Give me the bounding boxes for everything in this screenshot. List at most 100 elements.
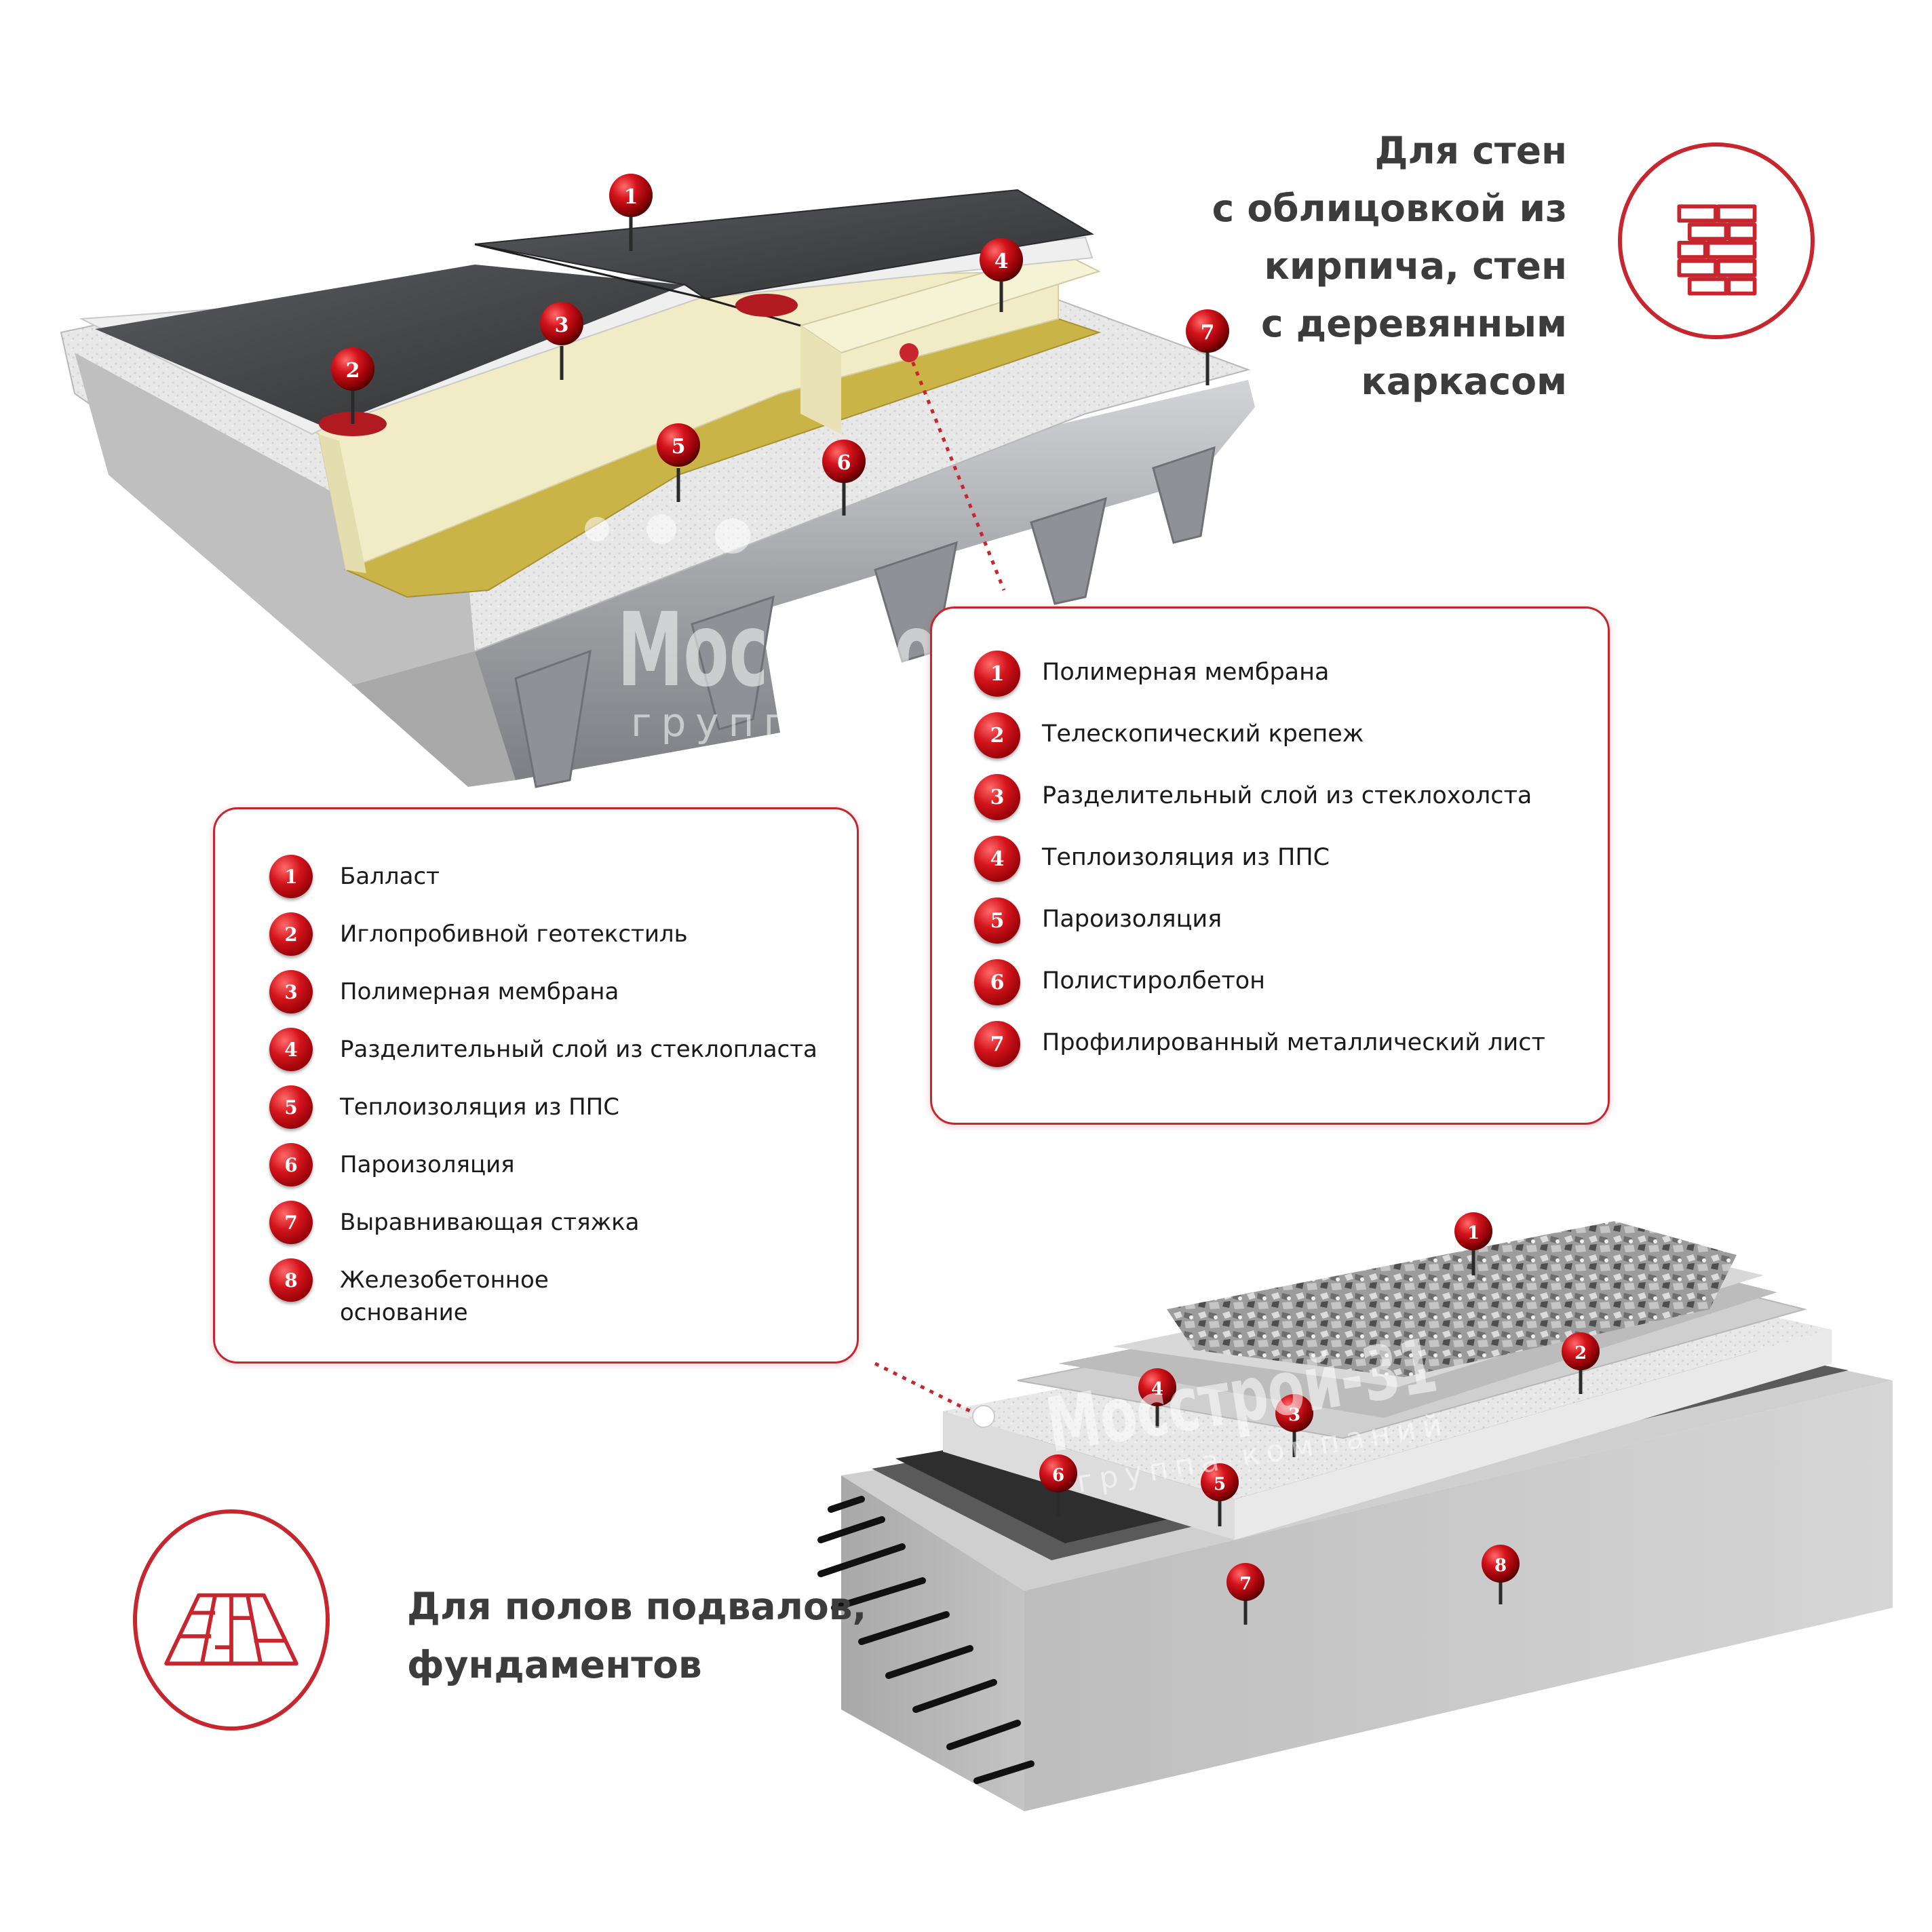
legend-label: Теплоизоляция из ППС — [340, 1094, 619, 1121]
roof-pin-5: 5 — [657, 423, 700, 502]
polymer-membrane-sheet-right — [474, 189, 1094, 300]
floor-pins: 1 2 3 4 5 — [1039, 1212, 1600, 1625]
legend-label: Полимерная мембрана — [340, 978, 619, 1005]
legend-item: 1 Полимерная мембрана — [974, 651, 1545, 718]
telescopic-fastener-disc — [735, 294, 798, 317]
polystyrene-concrete-front — [75, 353, 475, 685]
svg-text:3: 3 — [1288, 1405, 1300, 1425]
legend-floor-list: 1 Балласт 2 Иглопробивной геотекстиль 3 … — [269, 855, 817, 1338]
number-badge: 6 — [974, 959, 1020, 1005]
legend-floor-layers: 1 Балласт 2 Иглопробивной геотекстиль 3 … — [213, 807, 859, 1364]
rebar-rods — [817, 1496, 1035, 1784]
svg-text:4: 4 — [994, 250, 1009, 273]
legend-item: 2 Телескопический крепеж — [974, 712, 1545, 779]
floor-pin-1: 1 — [1454, 1212, 1492, 1275]
gravel-ballast-layer — [1167, 1221, 1737, 1377]
leader-dot-floor — [972, 1405, 995, 1428]
legend-label: Пароизоляция — [1042, 906, 1222, 933]
heading-walls-line: с облицовкой из — [1212, 187, 1567, 230]
svg-text:2: 2 — [1574, 1343, 1587, 1364]
legend-item: 7 Выравнивающая стяжка — [269, 1201, 817, 1264]
number-badge: 1 — [269, 855, 313, 898]
number-badge: 4 — [269, 1028, 313, 1071]
legend-label: Разделительный слой из стеклопласта — [340, 1036, 817, 1063]
svg-text:7: 7 — [1239, 1574, 1252, 1594]
leader-dot-roof — [900, 343, 919, 362]
legend-item: 6 Полистиролбетон — [974, 959, 1545, 1026]
roof-pin-3: 3 — [540, 302, 583, 380]
roof-pins: 1 2 3 4 5 — [331, 174, 1229, 516]
number-badge: 2 — [269, 912, 313, 956]
legend-label: Телескопический крепеж — [1042, 720, 1364, 748]
brick-wall-glyph — [1677, 204, 1757, 296]
svg-text:1: 1 — [624, 185, 638, 209]
heading-walls-line: кирпича, стен — [1264, 244, 1567, 288]
number-badge: 1 — [974, 651, 1020, 697]
legend-item: 5 Теплоизоляция из ППС — [269, 1085, 817, 1148]
legend-label: Полистиролбетон — [1042, 967, 1266, 994]
roof-pin-7: 7 — [1186, 309, 1229, 385]
floor-pin-4: 4 — [1138, 1368, 1176, 1428]
legend-item: 8 Железобетонное основание — [269, 1258, 817, 1338]
number-badge: 2 — [974, 712, 1020, 758]
svg-text:4: 4 — [1151, 1379, 1163, 1399]
number-badge: 5 — [974, 897, 1020, 944]
heading-walls: Для стен с облицовкой из кирпича, стен с… — [1160, 122, 1567, 410]
legend-label: Профилированный металлический лист — [1042, 1029, 1545, 1056]
roof-pin-6: 6 — [822, 440, 866, 516]
insulation-front-face — [319, 434, 366, 573]
legend-label: Теплоизоляция из ППС — [1042, 844, 1330, 871]
insulation-block-front — [800, 326, 841, 434]
legend-item: 3 Полимерная мембрана — [269, 970, 817, 1033]
heading-floors-line: фундаментов — [407, 1643, 702, 1686]
legend-item: 4 Теплоизоляция из ППС — [974, 836, 1545, 903]
legend-label: Пароизоляция — [340, 1151, 515, 1178]
floor-pin-5: 5 — [1201, 1463, 1239, 1526]
number-badge: 7 — [974, 1021, 1020, 1067]
reinforced-concrete-base-side — [1024, 1380, 1893, 1811]
svg-text:8: 8 — [1494, 1556, 1507, 1576]
number-badge: 4 — [974, 836, 1020, 882]
roof-pin-2: 2 — [331, 347, 374, 424]
legend-label: Разделительный слой из стеклохолста — [1042, 782, 1532, 809]
floor-section-illustration — [817, 1221, 1893, 1811]
floor-pin-3: 3 — [1275, 1394, 1313, 1457]
svg-text:6: 6 — [1052, 1465, 1064, 1486]
number-badge: 6 — [269, 1143, 313, 1186]
floor-pin-6: 6 — [1039, 1454, 1077, 1516]
legend-label: Железобетонное основание — [340, 1267, 549, 1326]
legend-item: 5 Пароизоляция — [974, 897, 1545, 965]
leader-line-floor — [874, 1361, 978, 1416]
legend-label: Полимерная мембрана — [1042, 659, 1330, 686]
svg-text:1: 1 — [1467, 1223, 1480, 1243]
legend-item: 6 Пароизоляция — [269, 1143, 817, 1206]
brick-wall-icon — [1618, 142, 1815, 339]
svg-text:6: 6 — [837, 451, 851, 475]
heading-floors: Для полов подвалов, фундаментов — [407, 1577, 866, 1694]
number-badge: 3 — [269, 970, 313, 1013]
floor-pin-8: 8 — [1482, 1545, 1520, 1604]
roof-pin-1: 1 — [609, 174, 653, 251]
insulation-slab-floor-side — [1235, 1330, 1832, 1540]
svg-text:2: 2 — [346, 359, 360, 383]
legend-item: 2 Иглопробивной геотекстиль — [269, 912, 817, 975]
legend-label: Выравнивающая стяжка — [340, 1209, 640, 1236]
reinforced-concrete-base-front — [841, 1475, 1024, 1811]
legend-item: 1 Балласт — [269, 855, 817, 918]
number-badge: 3 — [974, 774, 1020, 820]
legend-label: Иглопробивной геотекстиль — [340, 921, 688, 948]
svg-text:5: 5 — [672, 435, 686, 459]
insulation-slab-floor-front — [943, 1411, 1235, 1540]
roof-pin-4: 4 — [980, 238, 1023, 312]
number-badge: 5 — [269, 1085, 313, 1129]
legend-label: Балласт — [340, 863, 440, 890]
svg-text:3: 3 — [555, 313, 569, 337]
polymer-membrane-sheet-left — [95, 265, 685, 427]
number-badge: 7 — [269, 1201, 313, 1244]
insulation-block-raised — [798, 250, 1101, 354]
floor-tiles-glyph — [164, 1593, 298, 1666]
polystyrene-concrete-side — [353, 651, 516, 787]
number-badge: 8 — [269, 1258, 313, 1302]
